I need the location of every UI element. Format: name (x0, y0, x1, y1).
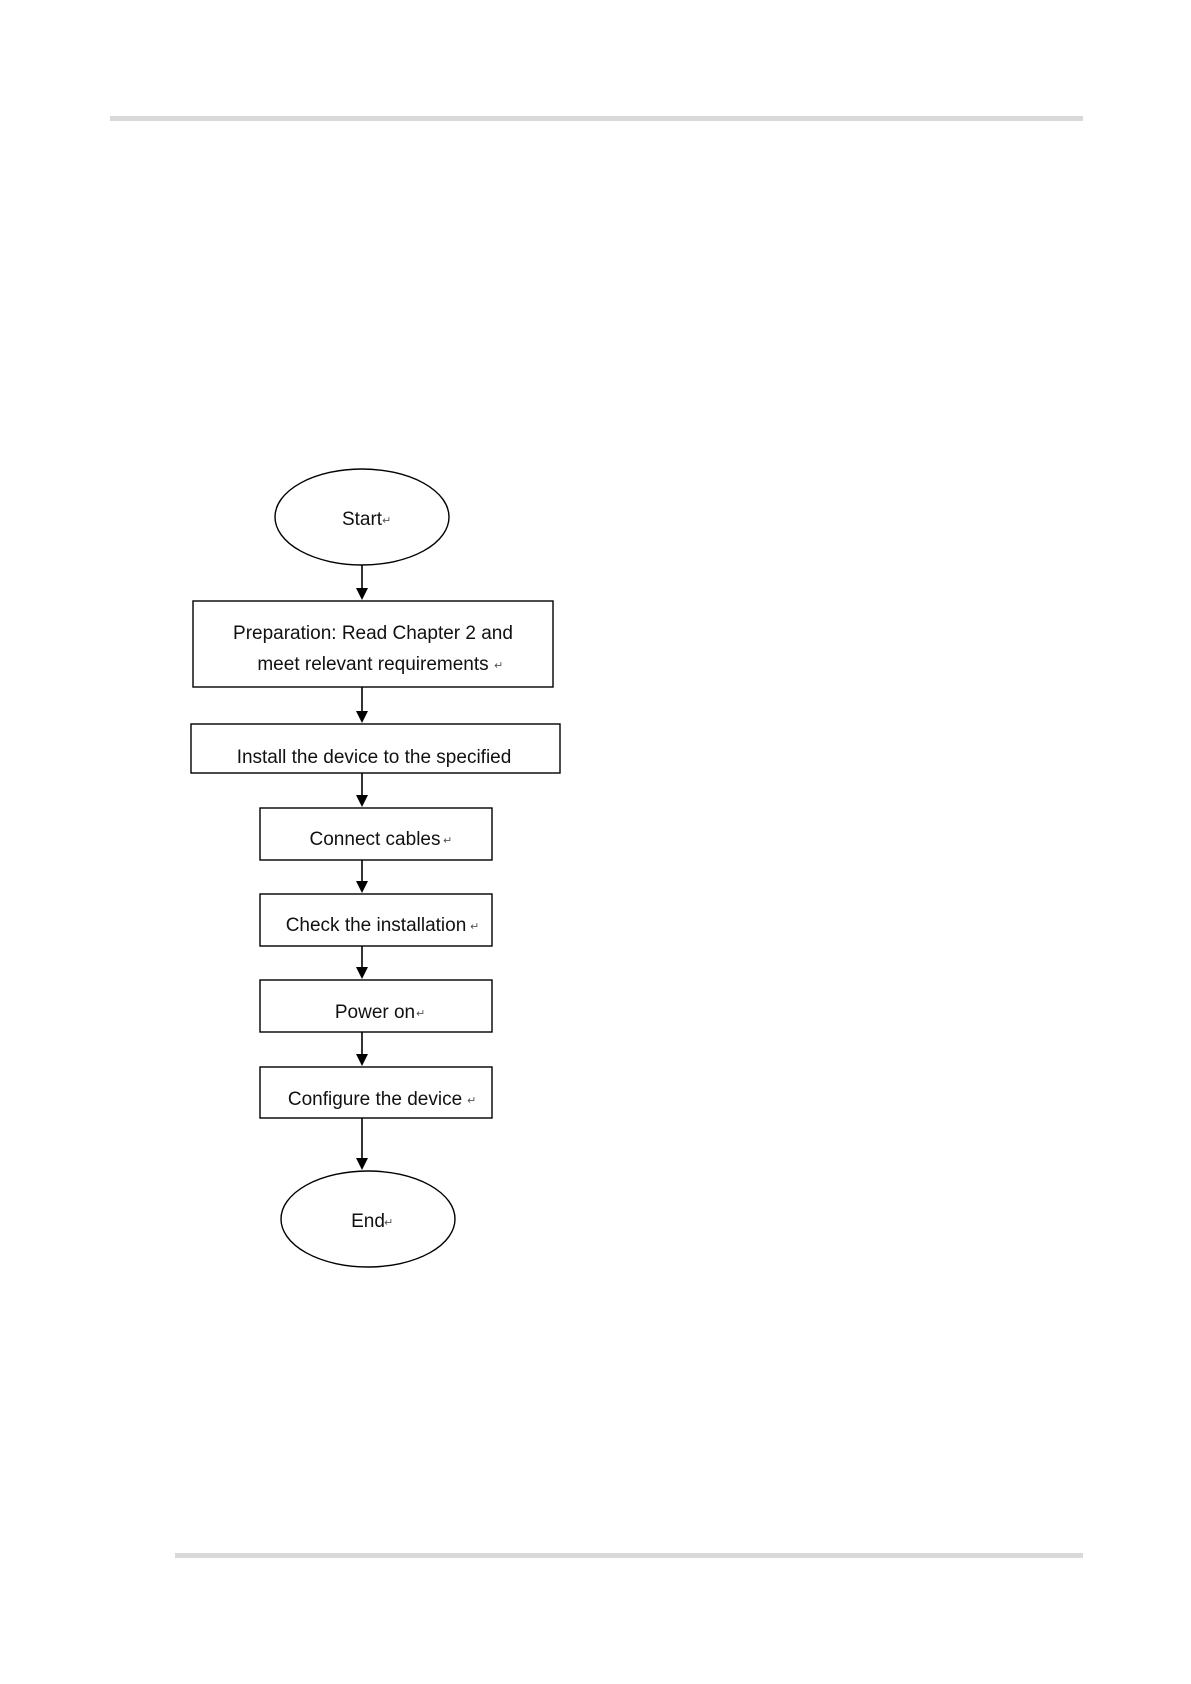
paragraph-mark: ↵ (382, 514, 391, 527)
connector-arrow (356, 860, 368, 893)
step-preparation-line-1: Preparation: Read Chapter 2 and (233, 623, 513, 644)
footer-rule (175, 1553, 1083, 1558)
step-configure-device-label: Configure the device (288, 1089, 462, 1110)
paragraph-mark: ↵ (443, 834, 452, 847)
paragraph-mark: ↵ (467, 1094, 476, 1107)
step-check-installation-label: Check the installation (286, 915, 467, 936)
connector-arrow (356, 565, 368, 600)
step-preparation: Preparation: Read Chapter 2 and meet rel… (193, 601, 553, 687)
step-connect-cables-label: Connect cables (310, 829, 441, 850)
step-connect-cables: Connect cables ↵ (260, 808, 492, 860)
connector-arrow (356, 687, 368, 723)
step-preparation-line-2: meet relevant requirements (257, 654, 488, 675)
step-install-device-label: Install the device to the specified (237, 747, 512, 768)
paragraph-mark: ↵ (494, 659, 503, 672)
connector-arrow (356, 946, 368, 979)
connector-arrow (356, 1118, 368, 1170)
step-check-installation: Check the installation ↵ (260, 894, 492, 946)
connector-arrow (356, 773, 368, 807)
connector-arrow (356, 1032, 368, 1066)
start-node: Start ↵ (275, 469, 449, 565)
start-node-label: Start (342, 509, 383, 530)
step-power-on-label: Power on (335, 1002, 415, 1023)
paragraph-mark: ↵ (470, 920, 479, 933)
end-node: End ↵ (281, 1171, 455, 1267)
step-install-device: Install the device to the specified (191, 724, 560, 773)
paragraph-mark: ↵ (416, 1007, 425, 1020)
step-configure-device: Configure the device ↵ (260, 1067, 492, 1118)
paragraph-mark: ↵ (384, 1216, 393, 1229)
step-power-on: Power on ↵ (260, 980, 492, 1032)
end-node-label: End (351, 1211, 385, 1232)
